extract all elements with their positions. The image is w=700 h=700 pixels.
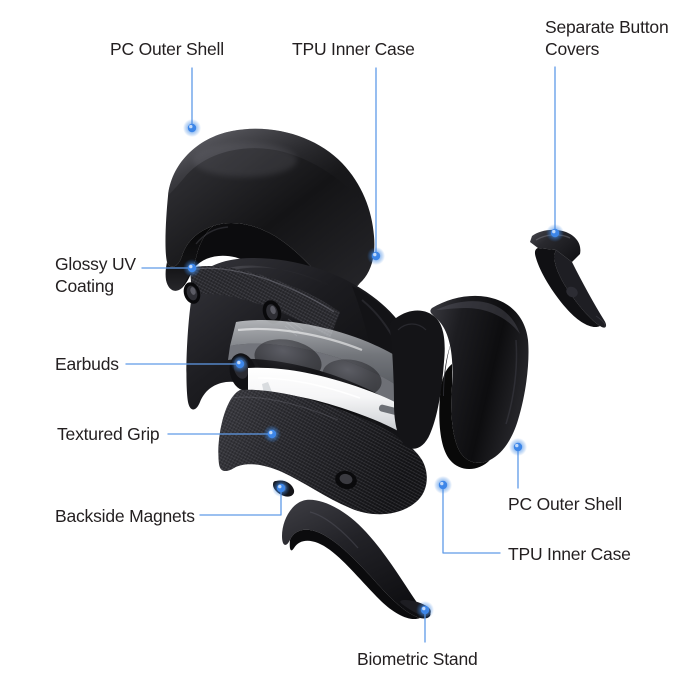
marker-highlight-glossy-uv-coating bbox=[189, 264, 193, 269]
callout-label-tpu-inner-case-top: TPU Inner Case bbox=[292, 39, 415, 59]
callout-label-textured-grip: Textured Grip bbox=[57, 424, 160, 444]
callout-label-glossy-uv-coating: Glossy UV Coating bbox=[55, 254, 136, 296]
glossy-uv-strip bbox=[183, 266, 340, 341]
callout-label-earbuds: Earbuds bbox=[55, 354, 119, 374]
pc-outer-shell-right-rear bbox=[389, 310, 445, 449]
callout-label-biometric-stand: Biometric Stand bbox=[357, 649, 478, 669]
marker-highlight-pc-outer-shell-top bbox=[189, 124, 193, 129]
callout-label-tpu-inner-case-bottom: TPU Inner Case bbox=[508, 544, 631, 564]
marker-highlight-backside-magnets bbox=[278, 484, 282, 489]
marker-highlight-textured-grip bbox=[269, 430, 273, 435]
marker-highlight-tpu-inner-case-top bbox=[373, 252, 377, 257]
separate-button-covers-part bbox=[530, 229, 607, 328]
pc-outer-shell-right-part bbox=[430, 295, 529, 469]
marker-highlight-separate-button-covers bbox=[552, 229, 556, 234]
marker-highlight-earbuds bbox=[237, 360, 241, 365]
marker-highlight-pc-outer-shell-bottom bbox=[515, 443, 519, 448]
callout-label-separate-button-covers: Separate Button Covers bbox=[545, 17, 669, 59]
marker-highlight-biometric-stand bbox=[422, 606, 426, 611]
callout-label-pc-outer-shell-bottom: PC Outer Shell bbox=[508, 494, 622, 514]
callout-label-pc-outer-shell-top: PC Outer Shell bbox=[110, 39, 224, 59]
backside-magnet-ports bbox=[183, 282, 282, 324]
leader-line-backside-magnets bbox=[199, 491, 282, 516]
leader-line-tpu-inner-case-bottom bbox=[442, 488, 501, 554]
callout-label-backside-magnets: Backside Magnets bbox=[55, 506, 195, 526]
marker-highlight-tpu-inner-case-bottom bbox=[440, 481, 444, 486]
